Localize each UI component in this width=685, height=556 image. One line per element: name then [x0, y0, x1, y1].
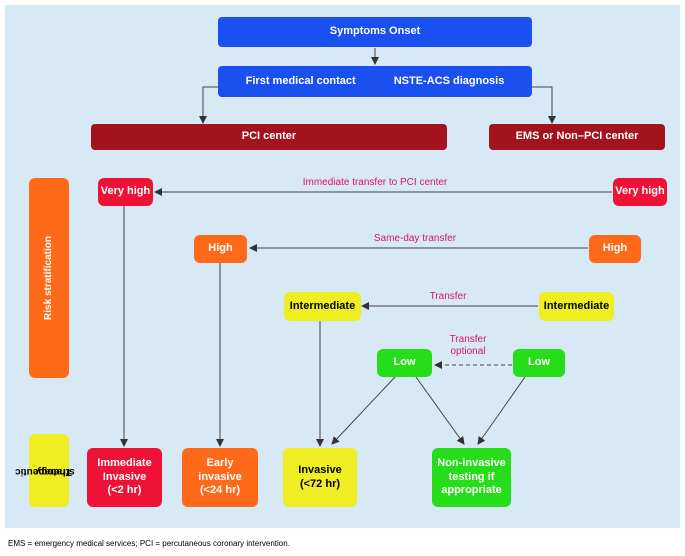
pci-center-label: PCI center: [241, 130, 297, 143]
ems-center-box: EMS or Non–PCI center: [489, 124, 665, 150]
transfer-low-line1: Transfer: [449, 334, 487, 345]
arrow-ems-low-to-noninvasive: [477, 376, 526, 445]
invasive-72hr-line1: Invasive: [298, 463, 342, 476]
symptoms-onset-label: Symptoms Onset: [329, 25, 421, 38]
ems-low-label: Low: [528, 356, 550, 369]
immediate-invasive-line1: Immediate: [97, 456, 152, 469]
pci-very-high-box: Very high: [98, 178, 153, 206]
transfer-intermediate-label: Transfer: [429, 291, 467, 302]
immediate-invasive-line2: Invasive: [102, 470, 147, 483]
early-invasive-line1: Early: [206, 456, 234, 469]
invasive-72hr-line2: (<72 hr): [299, 477, 341, 490]
invasive-72hr-box: Invasive (<72 hr): [283, 448, 357, 507]
ems-intermediate-label: Intermediate: [543, 299, 610, 312]
diagnosis-label: NSTE-ACS diagnosis: [393, 74, 505, 87]
first-contact-label: First medical contact: [245, 74, 356, 87]
pci-intermediate-box: Intermediate: [284, 292, 361, 321]
ems-high-box: High: [589, 235, 641, 263]
risk-stratification-label: Risk stratification: [43, 236, 55, 320]
arrow-contact-to-ems: [530, 86, 556, 124]
ems-center-label: EMS or Non–PCI center: [515, 130, 639, 143]
transfer-low-line2: optional: [450, 345, 486, 357]
noninvasive-testing-line2: testing if: [448, 470, 495, 483]
noninvasive-testing-line1: Non-invasive: [437, 456, 506, 469]
noninvasive-testing-box: Non-invasive testing if appropriate: [432, 448, 511, 507]
transfer-very-high-label: Immediate transfer to PCI center: [302, 177, 448, 188]
pci-high-label: High: [208, 242, 233, 255]
ems-high-label: High: [602, 242, 628, 255]
ems-very-high-box: Very high: [613, 178, 667, 206]
early-invasive-box: Early invasive (<24 hr): [182, 448, 258, 507]
arrow-low-to-noninvasive: [415, 376, 465, 445]
arrow-low-to-invasive: [331, 376, 396, 445]
immediate-invasive-box: Immediate Invasive (<2 hr): [87, 448, 162, 507]
ems-very-high-label: Very high: [615, 185, 665, 198]
early-invasive-line3: (<24 hr): [199, 484, 241, 497]
pci-low-box: Low: [377, 349, 432, 377]
footnote: EMS = emergency medical services; PCI = …: [8, 539, 290, 548]
pci-intermediate-label: Intermediate: [289, 299, 356, 312]
pci-very-high-label: Very high: [100, 185, 151, 198]
ems-intermediate-box: Intermediate: [539, 292, 614, 321]
ems-low-box: Low: [513, 349, 565, 377]
pci-center-box: PCI center: [91, 124, 447, 150]
symptoms-onset-box: Symptoms Onset: [218, 17, 532, 47]
pci-high-box: High: [194, 235, 247, 263]
risk-stratification-bar: Risk stratification: [29, 178, 69, 378]
therapeutic-strategy-bar: Therapeutic strategy: [15, 434, 74, 507]
early-invasive-line2: invasive: [198, 470, 242, 483]
pci-low-label: Low: [393, 356, 416, 369]
transfer-low-label: Transfer optional: [438, 334, 498, 357]
therapeutic-strategy-line2: strategy: [35, 465, 75, 477]
first-contact-box: First medical contact NSTE-ACS diagnosis: [218, 66, 532, 97]
immediate-invasive-line3: (<2 hr): [107, 484, 142, 497]
transfer-high-label: Same-day transfer: [373, 233, 457, 244]
noninvasive-testing-line3: appropriate: [441, 484, 502, 497]
